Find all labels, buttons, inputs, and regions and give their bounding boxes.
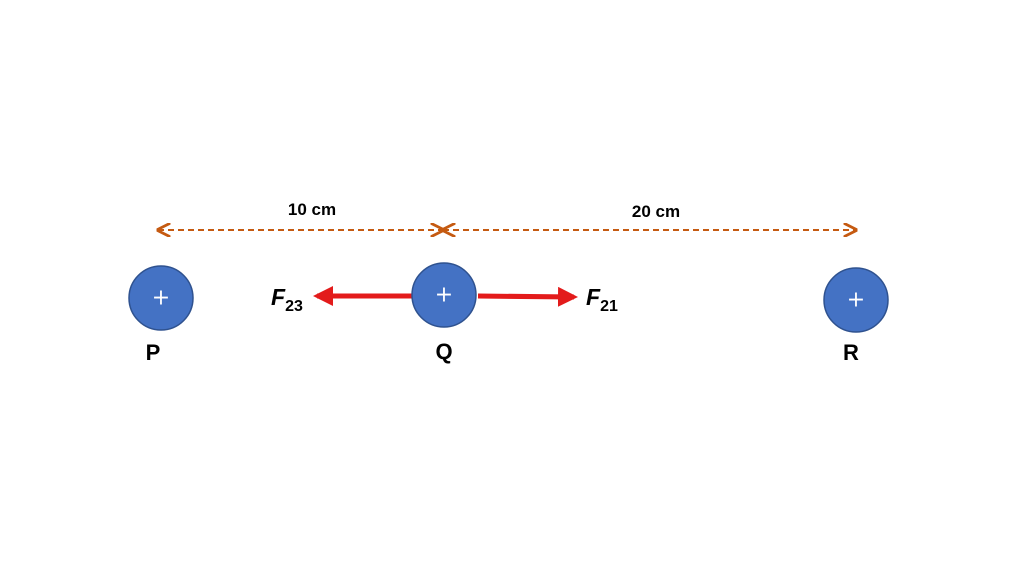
charge-p-circle <box>128 265 194 331</box>
charge-r-circle <box>823 267 889 333</box>
charge-r-plus-icon: + <box>847 288 865 313</box>
charge-p: + <box>128 265 194 331</box>
distance-label-pq: 10 cm <box>288 200 336 219</box>
charge-q-circle <box>411 262 477 328</box>
charge-q-label: Q <box>435 339 452 364</box>
charge-p-label: P <box>146 340 161 365</box>
force-label-f23: F23 <box>271 284 303 315</box>
force-subscript-f21: 21 <box>600 298 618 315</box>
charge-q: + <box>411 262 477 328</box>
charge-r: + <box>823 267 889 333</box>
force-arrow-f21 <box>477 286 578 307</box>
charge-r-label: R <box>843 340 859 365</box>
force-symbol-f23: F <box>271 284 286 310</box>
charge-p-plus-icon: + <box>152 286 170 311</box>
charge-q-plus-icon: + <box>435 283 453 308</box>
force-subscript-f23: 23 <box>285 298 303 315</box>
force-label-f21: F21 <box>586 284 618 315</box>
distance-label-qr: 20 cm <box>632 202 680 221</box>
force-symbol-f21: F <box>586 284 601 310</box>
